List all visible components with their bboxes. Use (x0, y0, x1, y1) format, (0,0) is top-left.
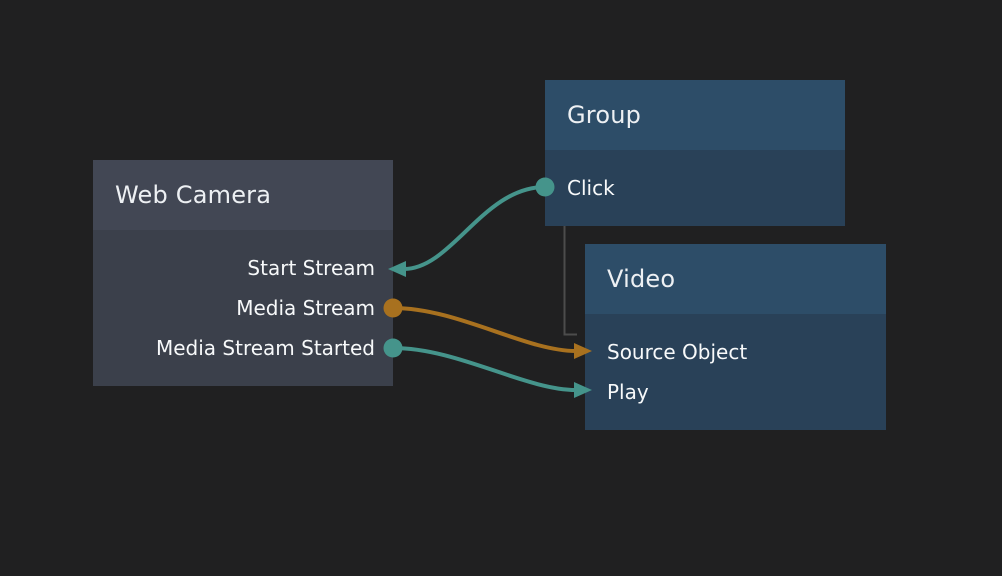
node-web-camera-header[interactable]: Web Camera (93, 160, 393, 230)
node-web-camera-title: Web Camera (115, 181, 272, 209)
wire-media-stream-to-source-object[interactable] (391, 306, 578, 353)
port-source-object[interactable]: Source Object (607, 340, 748, 364)
group-child-link (563, 226, 577, 336)
node-group-header[interactable]: Group (545, 80, 845, 150)
node-video[interactable]: Video Source Object Play (585, 244, 886, 430)
port-click[interactable]: Click (567, 176, 615, 200)
wire-click-to-start-stream[interactable] (402, 185, 547, 271)
port-media-stream-started[interactable]: Media Stream Started (155, 336, 375, 360)
node-video-body: Source Object Play (585, 314, 886, 430)
port-media-stream[interactable]: Media Stream (236, 296, 375, 320)
node-web-camera[interactable]: Web Camera Start Stream Media Stream Med… (93, 160, 393, 387)
node-group-title: Group (567, 101, 642, 129)
port-play[interactable]: Play (607, 380, 649, 404)
node-video-title: Video (607, 265, 676, 293)
node-group-body: Click (545, 150, 845, 226)
node-web-camera-body: Start Stream Media Stream Media Stream S… (93, 230, 393, 386)
wire-media-stream-started-to-play[interactable] (391, 346, 578, 392)
node-video-header[interactable]: Video (585, 244, 886, 314)
node-group[interactable]: Group Click (545, 80, 845, 226)
port-start-stream[interactable]: Start Stream (247, 256, 375, 280)
